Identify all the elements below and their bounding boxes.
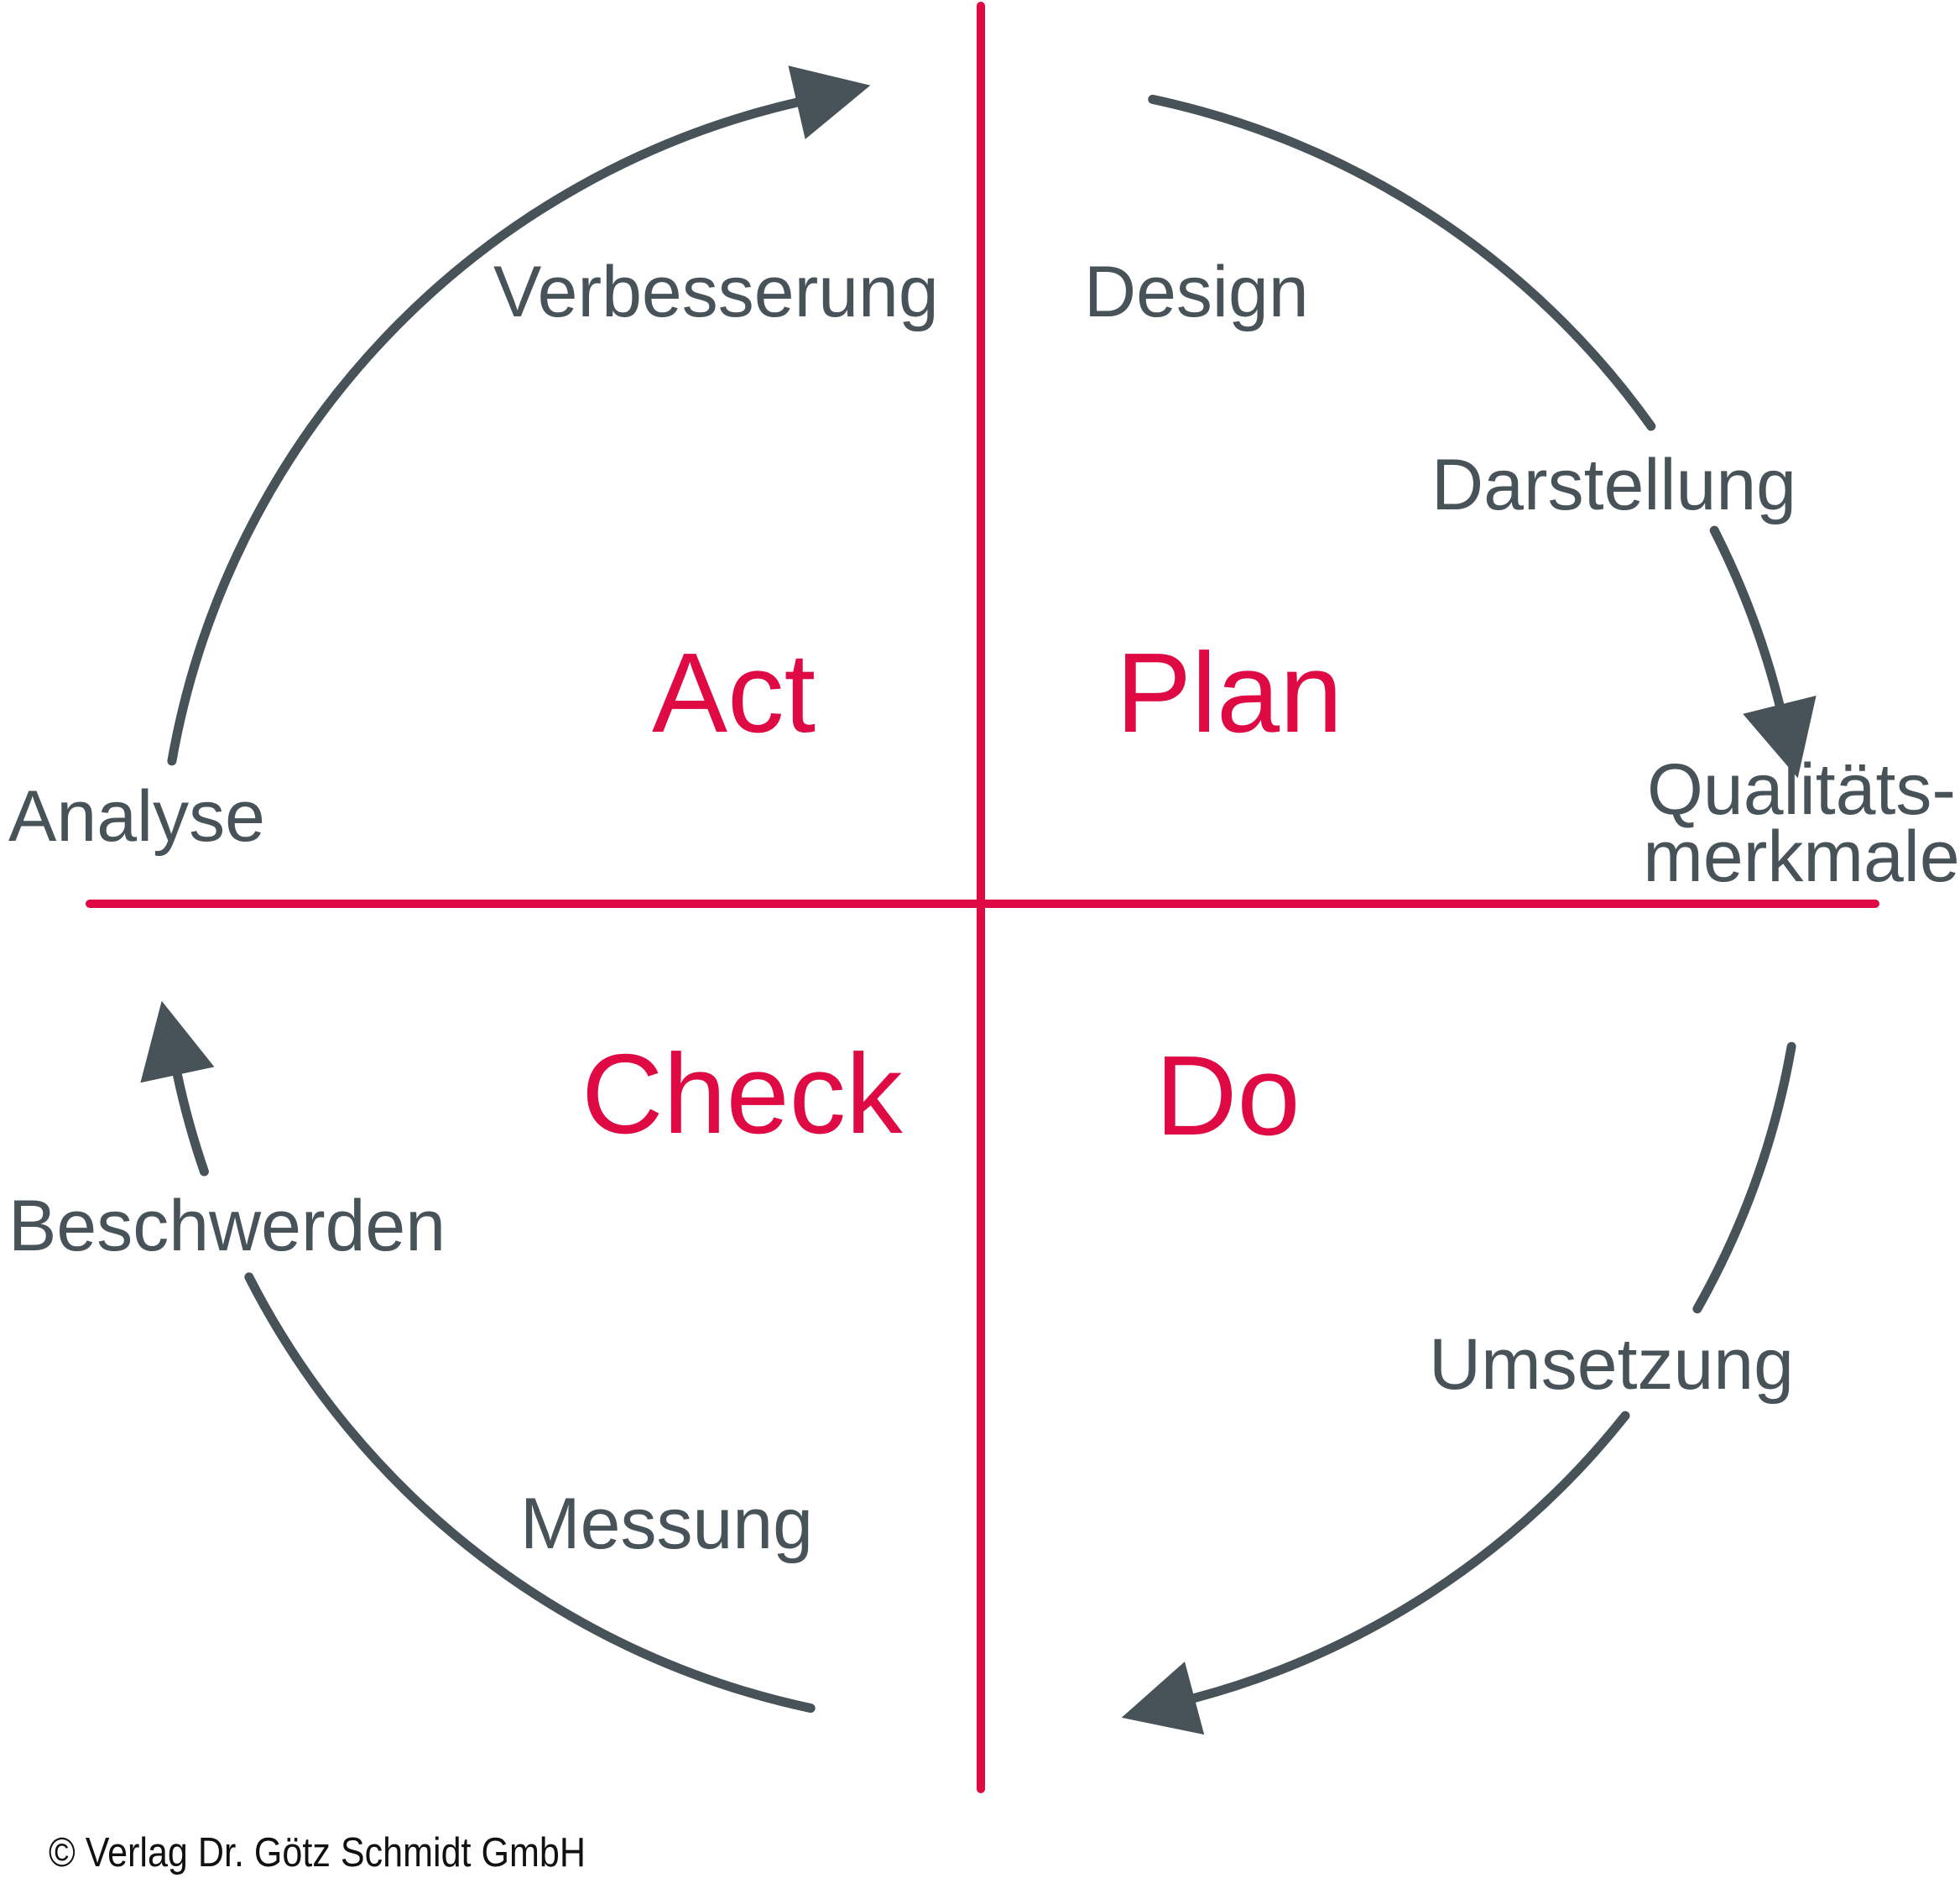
- axis-cross: [86, 2, 1879, 1793]
- plan-arrowhead-icon: [1743, 696, 1817, 779]
- step-label-qualitaetsmerkmale-line2: merkmale: [1643, 816, 1960, 897]
- quadrant-labels: Act Plan Check Do: [581, 629, 1342, 1159]
- check-arc-lower: [244, 1272, 816, 1714]
- act-arrowhead-icon: [788, 65, 871, 139]
- step-label-darstellung: Darstellung: [1431, 445, 1796, 525]
- copyright-notice: © Verlag Dr. Götz Schmidt GmbH: [49, 1830, 586, 1875]
- act-arc: [167, 97, 802, 766]
- check-arrowhead-icon: [140, 1000, 215, 1083]
- do-arc-lower: [1190, 1411, 1630, 1703]
- quadrant-label-act: Act: [652, 629, 816, 756]
- step-labels: Verbesserung Design Darstellung Qualität…: [8, 252, 1960, 1564]
- step-label-messung: Messung: [520, 1484, 813, 1564]
- step-label-beschwerden: Beschwerden: [8, 1186, 446, 1266]
- do-arrowhead-icon: [1121, 1662, 1205, 1735]
- cycle-arrows: [140, 65, 1817, 1735]
- step-label-analyse: Analyse: [8, 776, 265, 857]
- quadrant-label-check: Check: [581, 1030, 903, 1157]
- do-arc-upper: [1692, 1041, 1796, 1314]
- step-label-qualitaetsmerkmale-line1: Qualitäts-: [1647, 749, 1956, 830]
- step-label-umsetzung: Umsetzung: [1429, 1324, 1794, 1405]
- quadrant-label-plan: Plan: [1116, 629, 1342, 756]
- check-arc-upper: [172, 1070, 209, 1176]
- plan-arc-upper: [1148, 94, 1656, 431]
- step-label-verbesserung: Verbesserung: [493, 252, 939, 332]
- plan-arc-lower: [1709, 525, 1785, 710]
- quadrant-label-do: Do: [1155, 1032, 1301, 1159]
- step-label-design: Design: [1084, 252, 1309, 332]
